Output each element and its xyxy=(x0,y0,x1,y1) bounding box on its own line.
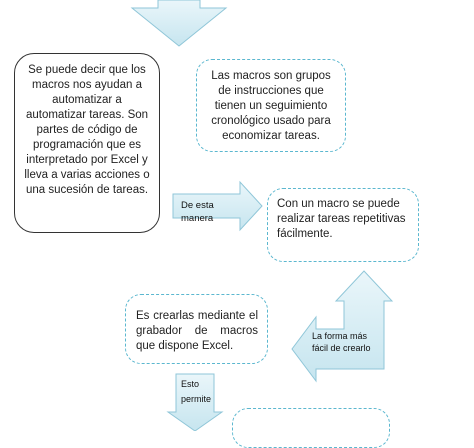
right-arrow-label: De esta manera xyxy=(181,200,214,224)
definition-box: Se puede decir que los macros nos ayudan… xyxy=(14,53,160,233)
up-arrow-label: La forma más fácil de crearlo xyxy=(312,331,371,353)
recorder-text: Es crearlas mediante el grabador de macr… xyxy=(136,310,258,352)
right-arrow xyxy=(172,180,263,232)
definition-text: Se puede decir que los macros nos ayudan… xyxy=(24,64,150,196)
bottom-box xyxy=(232,408,390,448)
repetitive-box: Con un macro se puede realizar tareas re… xyxy=(267,188,419,262)
diagram-shapes xyxy=(130,0,394,431)
bottom-down-arrow xyxy=(166,373,224,431)
top-down-arrow xyxy=(130,0,228,47)
groups-box: Las macros son grupos de instrucciones q… xyxy=(196,59,346,152)
groups-text: Las macros son grupos de instrucciones q… xyxy=(211,70,331,142)
down-arrow-label: Esto permite xyxy=(181,379,212,404)
recorder-box: Es crearlas mediante el grabador de macr… xyxy=(125,294,268,364)
up-left-arrow xyxy=(291,270,394,383)
repetitive-text: Con un macro se puede realizar tareas re… xyxy=(277,198,406,240)
